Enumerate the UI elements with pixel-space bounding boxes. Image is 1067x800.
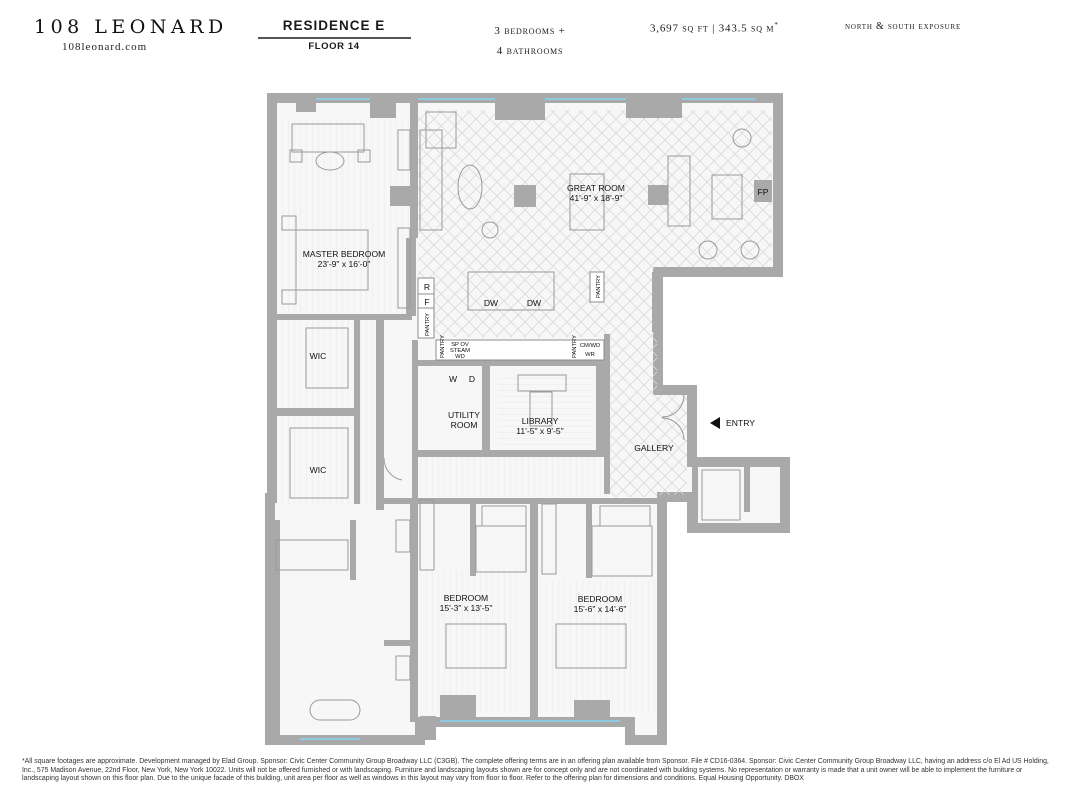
gallery-floor xyxy=(605,337,657,497)
bed-bath-info: 3 bedrooms + 4 bathrooms xyxy=(465,21,595,61)
warming-drawer-label: WD xyxy=(455,354,465,360)
gallery-label: GALLERY xyxy=(634,443,674,453)
freezer-label: F xyxy=(424,297,429,307)
dishwasher-label-2: DW xyxy=(527,298,542,308)
bedrooms-label: 3 bedrooms + xyxy=(494,25,566,37)
fireplace-label: FP xyxy=(758,187,769,197)
bathrooms-label: 4 bathrooms xyxy=(496,45,564,57)
dryer-label: D xyxy=(469,374,475,384)
website-link[interactable]: 108leonard.com xyxy=(62,41,148,53)
master-bedroom-name: MASTER BEDROOM xyxy=(303,249,386,259)
entry-label: ENTRY xyxy=(726,418,755,428)
refrigerator-label: R xyxy=(424,282,430,292)
master-bedroom-dims: 23'-9" x 16'-0" xyxy=(318,259,371,269)
great-room-floor xyxy=(418,110,772,267)
area-info: 3,697 sq ft | 343.5 sq m* xyxy=(650,21,779,35)
header: 108 LEONARD 108leonard.com RESIDENCE E F… xyxy=(0,0,1067,70)
pantry-label-2: PANTRY xyxy=(596,275,602,298)
pantry-label-3: PANTRY xyxy=(440,335,446,358)
kitchen-counters xyxy=(417,271,605,361)
bedroom-3-dims: 15'-6" x 14'-6" xyxy=(574,604,627,614)
wine-refrigerator-label: WR xyxy=(585,352,595,358)
speed-oven-label: SP OV xyxy=(451,342,469,348)
bedroom-2-dims: 15'-3" x 13'-5" xyxy=(440,603,493,613)
exposure-label: north & south exposure xyxy=(845,21,962,32)
brand-title: 108 LEONARD xyxy=(34,16,228,38)
great-room-dims: 41'-9" x 18'-9" xyxy=(570,193,623,203)
bedroom-3-name: BEDROOM xyxy=(578,594,622,604)
residence-title: RESIDENCE E xyxy=(282,18,386,33)
windows xyxy=(300,98,756,740)
wic-label-1: WIC xyxy=(310,351,327,361)
area-label: 3,697 sq ft | 343.5 sq m xyxy=(650,22,775,35)
pantry-label-1: PANTRY xyxy=(425,313,431,336)
fixture-labels: FP R F PANTRY PANTRY PANTRY PANTRY DW DW… xyxy=(424,187,769,384)
library-dims: 11'-5" x 9'-5" xyxy=(516,426,563,436)
library-floor xyxy=(498,373,592,451)
kitchen-floor xyxy=(418,267,654,337)
corridor-floor xyxy=(418,457,608,497)
residence-underline xyxy=(258,37,411,39)
utility-room-line2: ROOM xyxy=(451,420,478,430)
entry-floor xyxy=(657,395,687,495)
bedroom-2-name: BEDROOM xyxy=(444,593,488,603)
library-name: LIBRARY xyxy=(522,416,559,426)
master-floor xyxy=(279,120,413,316)
pantry-label-4: PANTRY xyxy=(572,335,578,358)
interior-walls xyxy=(270,98,772,740)
utility-room-line1: UTILITY xyxy=(448,410,480,420)
great-room-name: GREAT ROOM xyxy=(567,183,625,193)
washer-label: W xyxy=(449,374,458,384)
room-labels: GREAT ROOM 41'-9" x 18'-9" MASTER BEDROO… xyxy=(303,183,756,614)
wic-label-2: WIC xyxy=(310,465,327,475)
bedroom3-floor xyxy=(540,580,656,713)
dishwasher-label-1: DW xyxy=(484,298,499,308)
disclaimer-text: *All square footages are approximate. De… xyxy=(22,758,1049,783)
furniture xyxy=(275,111,760,721)
floor-label: FLOOR 14 xyxy=(308,41,360,52)
entry-arrow-icon xyxy=(710,417,720,429)
area-footnote-mark: * xyxy=(774,21,779,29)
coffee-maker-label: CM/WD xyxy=(580,343,600,349)
bedroom2-floor xyxy=(425,570,517,713)
steam-oven-label: STEAM xyxy=(450,348,470,354)
